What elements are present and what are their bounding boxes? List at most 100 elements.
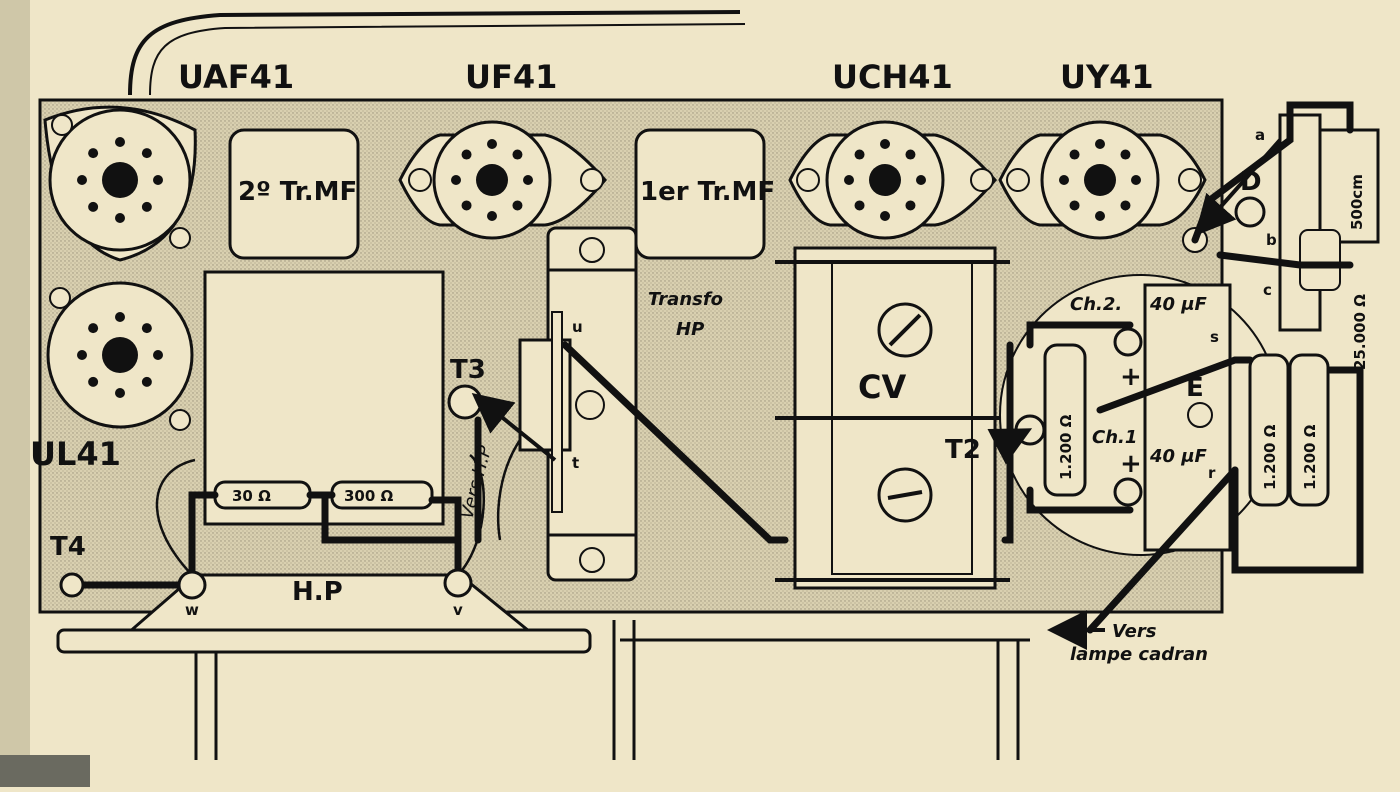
label-capacitor-500cm: 500cm <box>1348 174 1366 230</box>
variable-capacitor-cv <box>775 246 1010 590</box>
label-vers-lampe-1: Vers <box>1112 621 1157 642</box>
label-terminal-v: v <box>453 601 463 619</box>
tube-pin <box>88 323 99 334</box>
tube-pin <box>153 350 163 360</box>
label-t3: T3 <box>450 355 486 385</box>
page-corner-block <box>0 755 90 787</box>
label-t4: T4 <box>50 532 86 562</box>
tube-pin <box>141 376 152 387</box>
label-pilot-a: a <box>1255 126 1265 144</box>
tube-pin <box>461 200 472 211</box>
tube-pin <box>854 200 865 211</box>
label-cap-bottom: 40 μF <box>1149 446 1208 467</box>
tube-socket-ul41 <box>46 281 194 431</box>
tube-pin <box>880 139 890 149</box>
label-plus-bottom: + <box>1120 449 1142 479</box>
tube-pin <box>1131 175 1141 185</box>
if-transformer-2-can <box>228 128 360 260</box>
label-pilot-c: c <box>1263 281 1272 299</box>
wiring <box>66 101 1364 634</box>
label-terminal-s: s <box>1210 328 1219 346</box>
tube-pin <box>1120 200 1131 211</box>
top-cable-2 <box>149 23 746 96</box>
tube-pin <box>905 200 916 211</box>
tube-pin <box>141 323 152 334</box>
label-resistor-1200-a: 1.200 Ω <box>1057 414 1075 480</box>
tube-socket-uf41 <box>398 120 607 240</box>
label-resistor-25000: 25.000 Ω <box>1351 294 1369 370</box>
speaker-cone-base <box>56 573 1030 760</box>
tube-pin <box>1069 149 1080 160</box>
label-uf41: UF41 <box>465 58 557 96</box>
label-plus-top: + <box>1120 362 1142 392</box>
page-edge <box>0 0 30 787</box>
tube-pin <box>115 137 125 147</box>
tube-pin <box>88 201 99 212</box>
tube-pin <box>487 211 497 221</box>
label-ul41: UL41 <box>30 435 121 473</box>
label-terminal-u: u <box>572 318 583 336</box>
tube-socket-uaf41 <box>43 105 197 262</box>
label-vers-lampe-2: lampe cadran <box>1070 644 1208 665</box>
thin-wires <box>155 439 522 576</box>
tube-pin <box>88 148 99 159</box>
tube-pin <box>512 149 523 160</box>
tube-socket-uch41 <box>788 120 997 240</box>
label-uaf41: UAF41 <box>178 58 294 96</box>
tube-socket-uy41 <box>998 120 1207 240</box>
tube-pin <box>461 149 472 160</box>
tube-pin <box>77 175 87 185</box>
label-speaker: H.P <box>292 577 343 607</box>
tube-pin <box>1120 149 1131 160</box>
tube-pin <box>1095 139 1105 149</box>
resistor-1200-c <box>1288 353 1330 507</box>
label-terminal-r: r <box>1208 464 1216 482</box>
tube-pin <box>115 213 125 223</box>
label-t2: T2 <box>945 435 981 465</box>
tube-pin <box>1059 175 1069 185</box>
tube-pin <box>1069 200 1080 211</box>
label-pilot-b: b <box>1266 231 1277 249</box>
if-transformer-1-can <box>634 128 766 260</box>
label-terminal-t: t <box>572 454 579 472</box>
label-cap-top: 40 μF <box>1149 294 1208 315</box>
tube-pin <box>844 175 854 185</box>
tube-pin <box>916 175 926 185</box>
tube-pin <box>115 312 125 322</box>
label-pilot-d: D <box>1240 167 1262 197</box>
label-terminal-w: w <box>185 601 199 619</box>
tube-pin <box>141 201 152 212</box>
label-cv: CV <box>858 368 906 406</box>
label-ch1: Ch.1 <box>1092 427 1137 448</box>
label-if-transformer-2: 2º Tr.MF <box>238 177 357 207</box>
tube-pin <box>512 200 523 211</box>
label-terminal-e: E <box>1186 373 1204 403</box>
tube-pin <box>854 149 865 160</box>
label-uy41: UY41 <box>1060 58 1154 96</box>
tube-pin <box>88 376 99 387</box>
top-cable-1 <box>128 10 741 96</box>
label-resistor-1200-c: 1.200 Ω <box>1301 424 1319 490</box>
tube-pin <box>153 175 163 185</box>
tube-pin <box>77 350 87 360</box>
label-resistor-30: 30 Ω <box>232 487 271 505</box>
tube-pin <box>487 139 497 149</box>
label-resistor-300: 300 Ω <box>344 487 394 505</box>
label-if-transformer-1: 1er Tr.MF <box>640 177 775 207</box>
tube-pins <box>77 137 1141 398</box>
label-resistor-1200-b: 1.200 Ω <box>1261 424 1279 490</box>
resistor-1200-b <box>1248 353 1290 507</box>
tube-pin <box>451 175 461 185</box>
label-transfo: Transfo <box>648 289 723 310</box>
tube-pin <box>523 175 533 185</box>
resistor-1200-a <box>1043 343 1087 497</box>
tube-pin <box>115 388 125 398</box>
label-ch2: Ch.2. <box>1070 294 1122 315</box>
wire-arrows <box>471 138 1282 650</box>
tube-pin <box>141 148 152 159</box>
tube-pin <box>1095 211 1105 221</box>
output-transformer <box>518 226 638 582</box>
label-uch41: UCH41 <box>832 58 953 96</box>
